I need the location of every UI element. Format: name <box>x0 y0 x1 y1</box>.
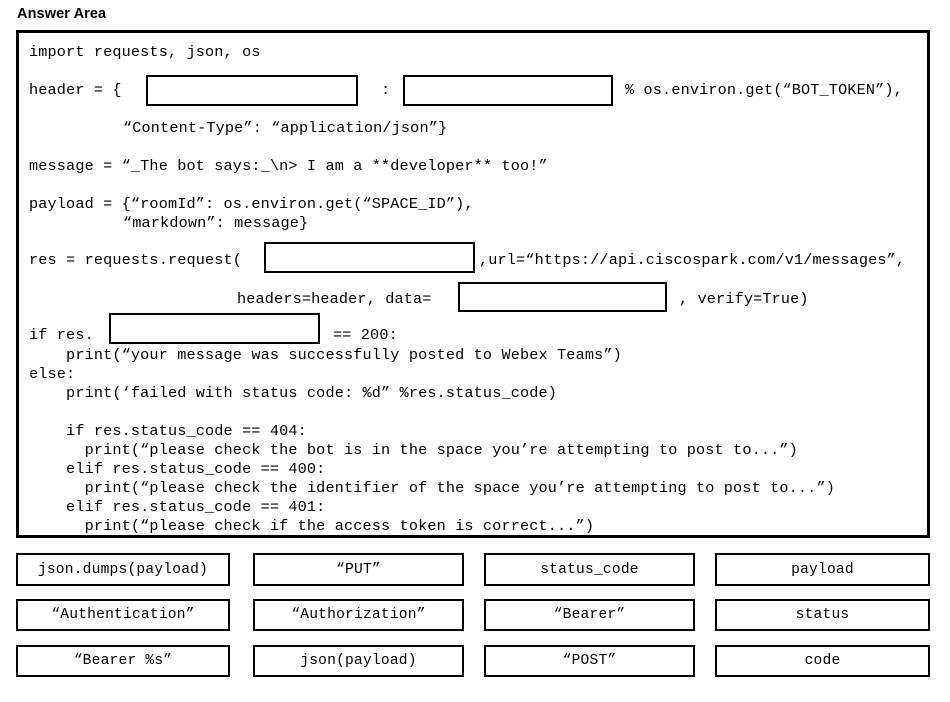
answer-option-label: “Bearer” <box>553 607 626 623</box>
blank-header-value[interactable] <box>403 75 613 106</box>
answer-option-tile[interactable]: status <box>715 599 930 631</box>
answer-option-label: json.dumps(payload) <box>37 561 209 578</box>
answer-option-tile[interactable]: payload <box>715 553 930 586</box>
code-line: else: <box>29 365 76 383</box>
blank-header-key[interactable] <box>146 75 358 106</box>
code-line: “markdown”: message} <box>123 214 309 232</box>
code-line: headers=header, data= <box>237 290 432 308</box>
answer-option-tile[interactable]: “Bearer %s” <box>16 645 230 677</box>
answer-area-code-frame: import requests, json, os header = {: % os… <box>16 30 930 538</box>
answer-option-tile[interactable]: json.dumps(payload) <box>16 553 230 586</box>
code-line: “Content-Type”: “application/json”} <box>123 119 448 137</box>
answer-option-label: “Authentication” <box>51 607 195 623</box>
code-line: elif res.status_code == 401: <box>29 498 326 516</box>
answer-option-label: “Authorization” <box>291 607 426 623</box>
code-line: print(‘failed with status code: %d” %res… <box>29 384 558 402</box>
code-line: : <box>381 81 391 99</box>
code-line: print(“please check the bot is in the sp… <box>29 441 798 459</box>
blank-request-data[interactable] <box>458 282 667 312</box>
answer-option-tile[interactable]: code <box>715 645 930 677</box>
code-line: message = “_The bot says:_\n> I am a **d… <box>29 157 548 175</box>
code-line: import requests, json, os <box>29 43 261 61</box>
answer-option-tile[interactable]: “Bearer” <box>484 599 695 631</box>
answer-option-label: payload <box>791 561 854 578</box>
answer-option-tile[interactable]: “Authentication” <box>16 599 230 631</box>
code-line: == 200: <box>333 326 398 344</box>
blank-request-method[interactable] <box>264 242 475 273</box>
answer-option-label: status_code <box>540 561 639 578</box>
answer-option-label: “POST” <box>562 653 617 669</box>
answer-option-tile[interactable]: “POST” <box>484 645 695 677</box>
code-line: ,url=“https://api.ciscospark.com/v1/mess… <box>479 251 906 269</box>
answer-option-tile[interactable]: json(payload) <box>253 645 464 677</box>
code-line: payload = {“roomId”: os.environ.get(“SPA… <box>29 195 474 213</box>
answer-option-tile[interactable]: “Authorization” <box>253 599 464 631</box>
code-line: print(“please check if the access token … <box>29 517 595 535</box>
code-line: if res.status_code == 404: <box>29 422 307 440</box>
code-line: % os.environ.get(“BOT_TOKEN”), <box>625 81 903 99</box>
answer-option-label: json(payload) <box>300 653 417 669</box>
page-title: Answer Area <box>17 6 107 22</box>
code-line: header = { <box>29 81 122 99</box>
answer-option-label: “Bearer %s” <box>73 653 173 669</box>
answer-option-label: status <box>795 607 850 623</box>
code-line: print(“please check the identifier of th… <box>29 479 835 497</box>
blank-status-attr[interactable] <box>109 313 320 344</box>
code-surface: import requests, json, os header = {: % os… <box>19 33 927 535</box>
answer-option-tile[interactable]: status_code <box>484 553 695 586</box>
code-line: elif res.status_code == 400: <box>29 460 326 478</box>
code-line: , verify=True) <box>679 290 809 308</box>
answer-option-label: code <box>804 653 841 669</box>
code-line: if res. <box>29 326 94 344</box>
code-line: print(“your message was successfully pos… <box>29 346 622 364</box>
answer-option-label: “PUT” <box>336 561 381 578</box>
code-line: res = requests.request( <box>29 251 243 269</box>
answer-option-tile[interactable]: “PUT” <box>253 553 464 586</box>
